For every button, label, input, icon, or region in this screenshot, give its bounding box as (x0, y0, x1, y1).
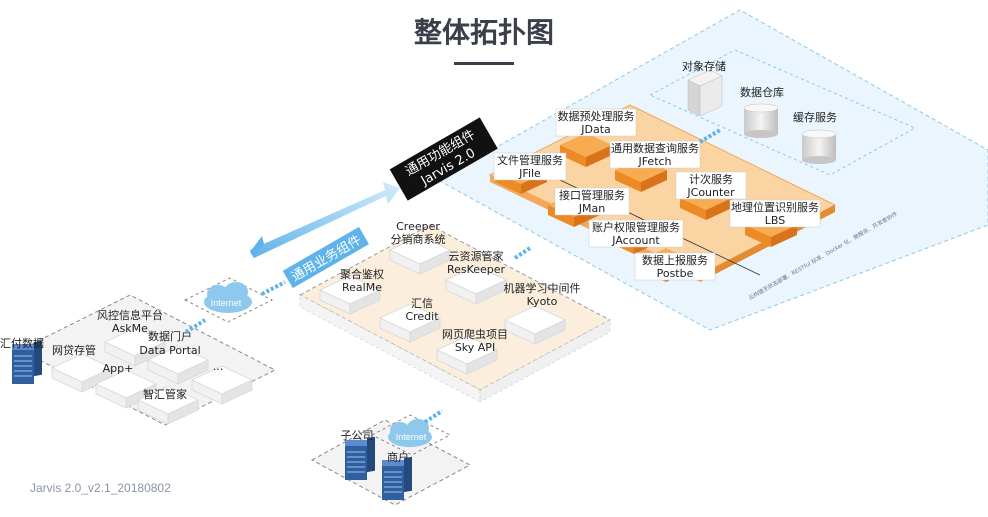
object-storage: 对象存储 (682, 59, 726, 117)
steward-label: 智汇管家 (143, 387, 187, 401)
partner-to-internet-arrow (423, 409, 444, 424)
portal-cn: 数据门户 (148, 329, 192, 343)
jfetch-en: JFetch (637, 155, 671, 168)
version-label: Jarvis 2.0_v2.1_20180802 (30, 481, 171, 495)
realme-en: RealMe (342, 281, 382, 294)
portal-en: Data Portal (139, 344, 200, 357)
creeper-cn: Creeper (396, 220, 440, 233)
label-jcounter: 计次服务 JCounter (675, 171, 747, 200)
label-jaccount: 账户权限管理服务 JAccount (588, 219, 684, 248)
jfetch-cn: 通用数据查询服务 (611, 141, 699, 155)
warehouse-label: 数据仓库 (740, 85, 784, 99)
realme-cn: 聚合鉴权 (340, 267, 384, 281)
jcounter-cn: 计次服务 (689, 172, 733, 186)
skyapi-cn: 网页爬虫项目 (442, 328, 508, 341)
jcounter-en: JCounter (686, 186, 735, 199)
data-warehouse: 数据仓库 (740, 85, 784, 138)
business-to-cloud-arrow (513, 246, 532, 260)
app-label: App+ (103, 362, 134, 375)
jdata-en: JData (580, 123, 611, 136)
label-jman: 接口管理服务 JMan (554, 187, 630, 216)
main-diagonal-arrow (250, 182, 400, 258)
kyoto-en: Kyoto (527, 295, 558, 308)
lbs-en: LBS (765, 214, 785, 227)
object-storage-label: 对象存储 (682, 59, 726, 73)
merchant-label: 商户 (387, 450, 409, 464)
label-lbs: 地理位置识别服务 LBS (729, 199, 821, 228)
cloud-icon-bottom: Internet (388, 419, 432, 447)
cache-label: 缓存服务 (793, 110, 837, 124)
askme-cn: 风控信息平台 (97, 308, 163, 322)
postbe-cn: 数据上报服务 (642, 253, 708, 267)
jaccount-cn: 账户权限管理服务 (592, 220, 680, 234)
storage-link-arrow (698, 128, 722, 144)
reskeeper-en: ResKeeper (447, 263, 506, 276)
jdata-cn: 数据预处理服务 (558, 109, 635, 123)
internet-zone-bottom (370, 414, 452, 456)
label-jfetch: 通用数据查询服务 JFetch (609, 140, 701, 169)
creeper-en: 分销商系统 (391, 232, 446, 246)
kyoto-cn: 机器学习中间件 (504, 281, 581, 295)
page-title: 整体拓扑图 (414, 16, 554, 49)
jman-en: JMan (578, 202, 605, 215)
cloud-icon: Internet (204, 282, 252, 313)
huifu-label: 汇付数据 (0, 336, 44, 350)
postbe-en: Postbe (657, 267, 694, 280)
jaccount-en: JAccount (611, 234, 660, 247)
label-postbe: 数据上报服务 Postbe (634, 252, 716, 281)
skyapi-en: Sky API (455, 341, 495, 354)
more-label: ... (213, 360, 224, 373)
cache-service: 缓存服务 (793, 110, 837, 164)
askme-en: AskMe (112, 322, 148, 335)
reskeeper-cn: 云资源管家 (449, 249, 504, 263)
jfile-en: JFile (518, 167, 541, 180)
credit-en: Credit (405, 310, 439, 323)
internet-zone-top (183, 277, 274, 323)
internet-label-bottom: Internet (396, 432, 427, 442)
internet-label-top: Internet (211, 298, 242, 308)
lbs-cn: 地理位置识别服务 (731, 200, 819, 214)
label-jfile: 文件管理服务 JFile (493, 152, 567, 181)
label-jdata: 数据预处理服务 JData (555, 108, 637, 137)
internet-to-business-arrow (261, 280, 286, 296)
credit-cn: 汇信 (411, 297, 433, 310)
client-to-internet-arrow (184, 318, 207, 334)
jfile-cn: 文件管理服务 (497, 153, 563, 167)
subsidiary-label: 子公司 (341, 429, 374, 442)
title-underline (454, 62, 514, 65)
p2p-label: 网贷存管 (52, 343, 96, 357)
jman-cn: 接口管理服务 (559, 188, 625, 202)
